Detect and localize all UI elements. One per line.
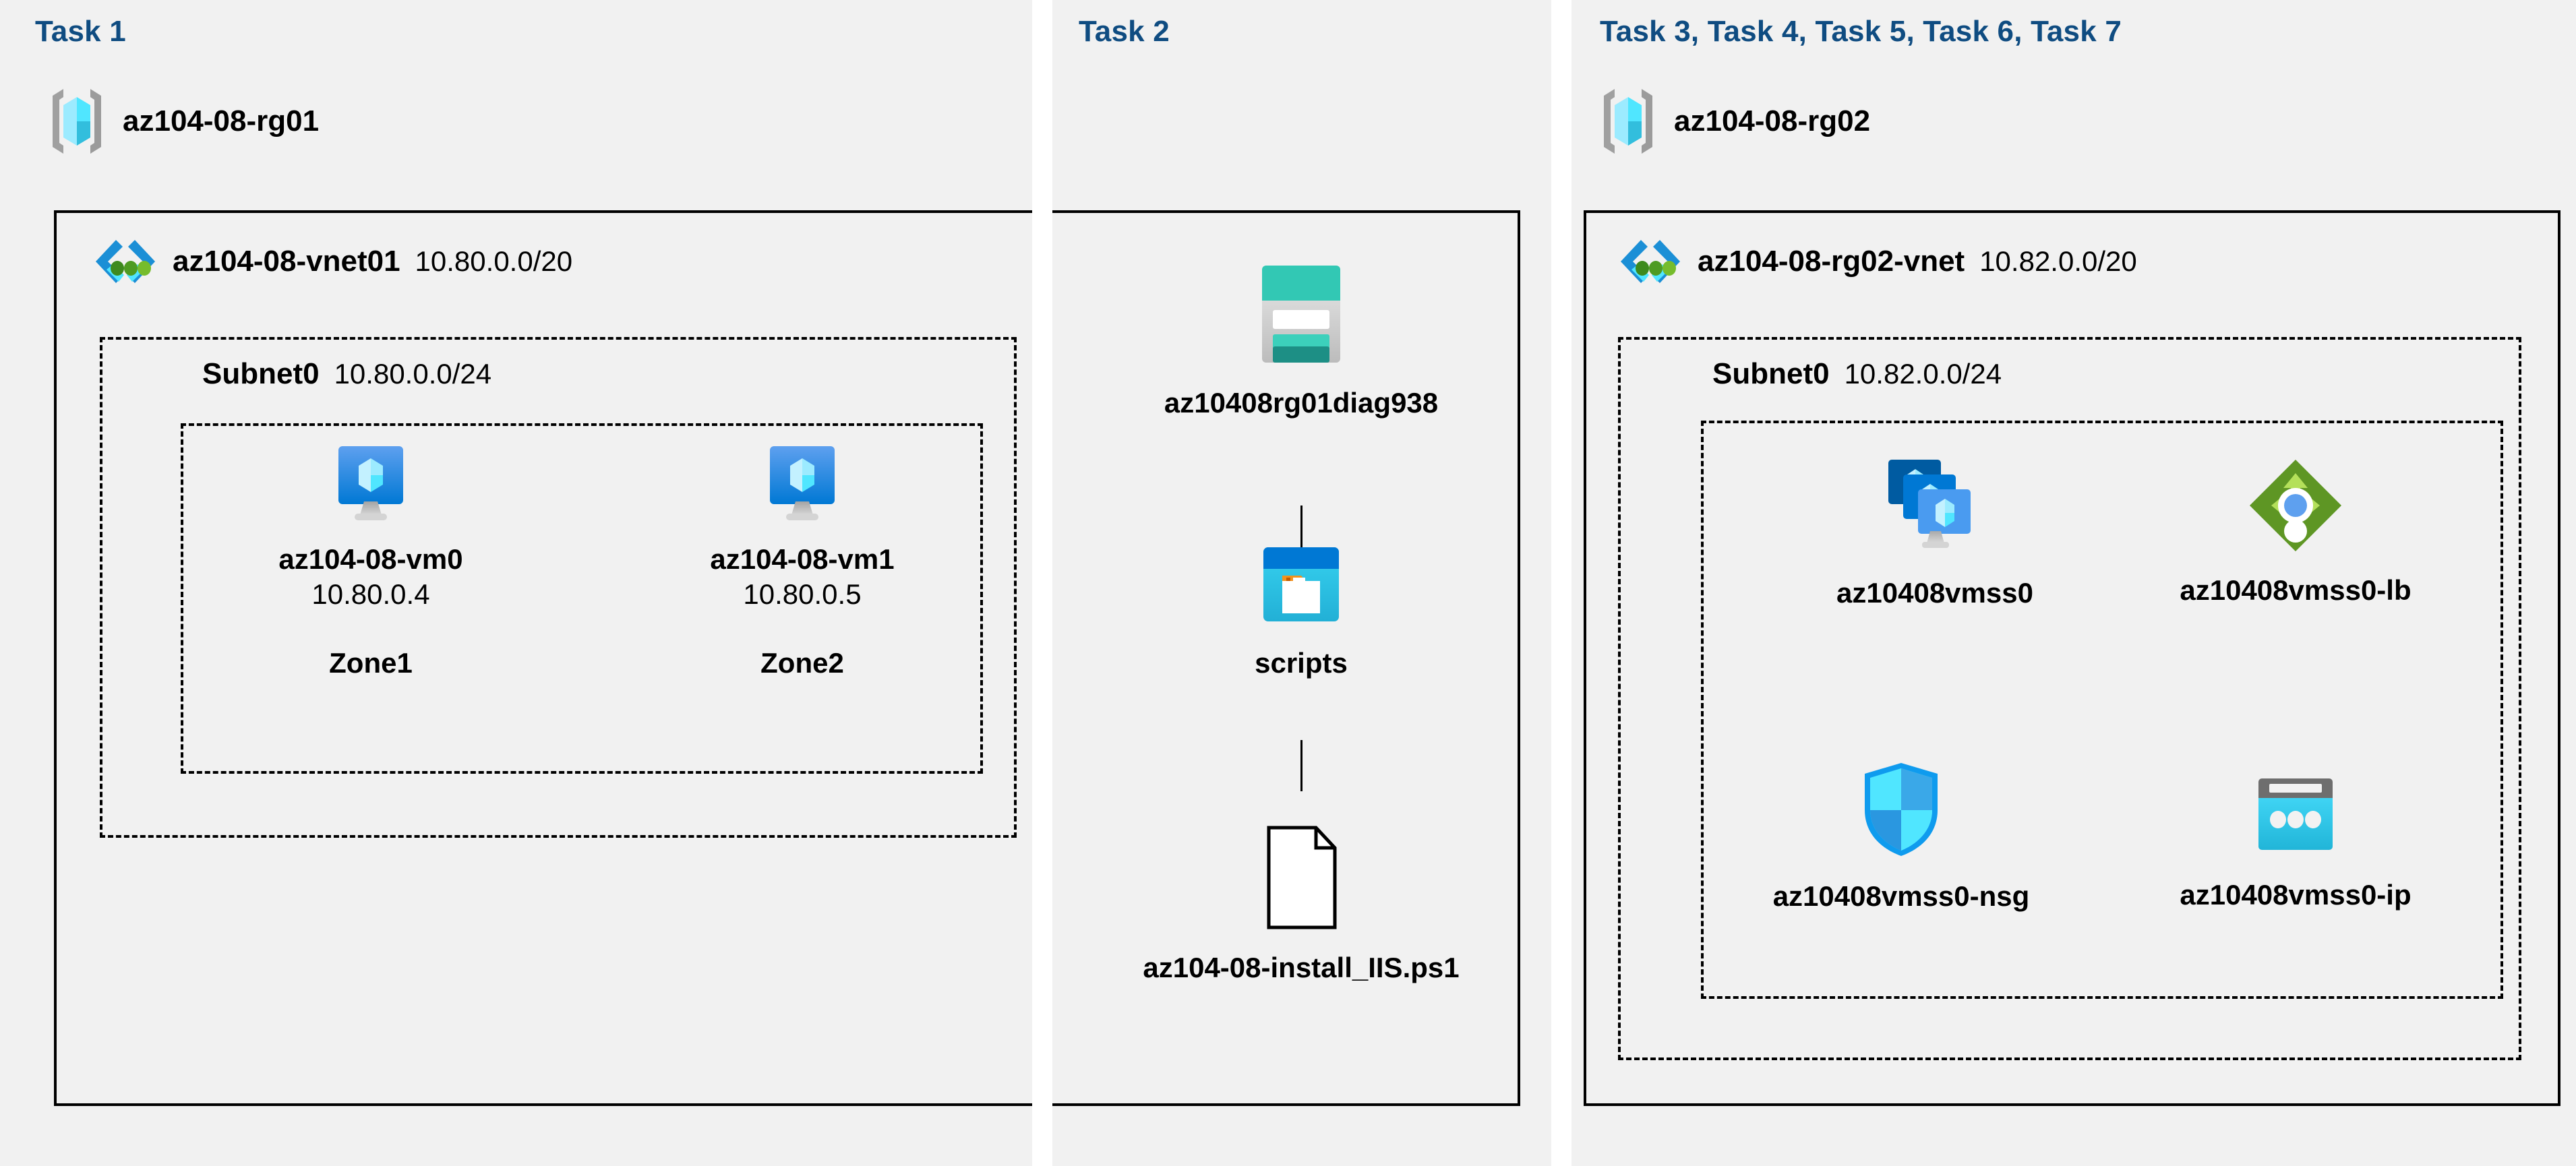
- virtual-machine-icon: [766, 445, 839, 523]
- task-3-label: Task 3, Task 4, Task 5, Task 6, Task 7: [1600, 15, 2122, 48]
- connector-storage-to-container: [1300, 505, 1302, 549]
- vnet01-label: az104-08-vnet01 10.80.0.0/20: [93, 237, 572, 286]
- panel-task-3: [1571, 0, 2576, 1166]
- storage-account-icon: [1255, 262, 1347, 367]
- blob-container-node: scripts: [1207, 545, 1396, 679]
- vm-scale-set-icon: [1884, 457, 1985, 557]
- blob-container-icon: [1259, 545, 1343, 627]
- availability-zones-boundary: [181, 423, 983, 774]
- resource-group-name: az104-08-rg01: [123, 104, 320, 137]
- load-balancer-name: az10408vmss0-lb: [2180, 574, 2412, 606]
- subnet0-right-label: Subnet0 10.82.0.0/24: [1712, 357, 2002, 391]
- file-icon: [1258, 824, 1344, 931]
- subnet0-left-name: Subnet0: [202, 357, 320, 390]
- resource-group-icon: [1600, 86, 1656, 156]
- storage-account-node: az10408rg01diag938: [1153, 262, 1449, 419]
- connector-container-to-file: [1300, 740, 1302, 791]
- resource-group-name: az104-08-rg02: [1674, 104, 1871, 137]
- resource-group-icon: [49, 86, 105, 156]
- vnet02-label: az104-08-rg02-vnet 10.82.0.0/20: [1618, 237, 2137, 286]
- vm-zone: Zone2: [760, 647, 844, 679]
- load-balancer-node: az10408vmss0-lb: [2147, 457, 2444, 607]
- vm-zone: Zone1: [329, 647, 413, 679]
- subnet0-right-cidr: 10.82.0.0/24: [1844, 358, 2002, 390]
- vm-az104-08-vm1: az104-08-vm1 10.80.0.5 Zone2: [708, 445, 897, 679]
- vnet01-name: az104-08-vnet01: [173, 245, 400, 278]
- vm-az104-08-vm0: az104-08-vm0 10.80.0.4 Zone1: [276, 445, 465, 679]
- nsg-name: az10408vmss0-nsg: [1772, 880, 2030, 912]
- vmss-resources-boundary: [1701, 421, 2503, 999]
- vm-ip: 10.80.0.4: [311, 578, 430, 610]
- vm-name: az104-08-vm0: [278, 543, 463, 575]
- subnet0-left-label: Subnet0 10.80.0.0/24: [202, 357, 491, 391]
- container-name: scripts: [1255, 647, 1348, 679]
- task-1-label: Task 1: [35, 15, 126, 48]
- network-security-group-node: az10408vmss0-nsg: [1753, 760, 2049, 913]
- script-file-node: az104-08-install_IIS.ps1: [1143, 824, 1460, 984]
- vm-scale-set-node: az10408vmss0: [1793, 457, 2076, 609]
- vmss-name: az10408vmss0: [1836, 577, 2033, 609]
- subnet0-right-boundary: [1618, 337, 2521, 1060]
- panel-gap-left: [1032, 0, 1052, 1166]
- load-balancer-icon: [2247, 457, 2344, 554]
- virtual-network-icon: [1618, 237, 1683, 286]
- storage-account-name: az10408rg01diag938: [1164, 387, 1439, 419]
- panel-gap-right: [1551, 0, 1571, 1166]
- virtual-network-icon: [93, 237, 158, 286]
- network-security-group-icon: [1858, 760, 1944, 860]
- resource-group-rg02: az104-08-rg02: [1600, 86, 1870, 156]
- vnet02-boundary: [1584, 210, 2560, 1106]
- vm-ip: 10.80.0.5: [743, 578, 862, 610]
- vnet01-boundary: [54, 210, 1520, 1106]
- file-name: az104-08-install_IIS.ps1: [1143, 952, 1460, 983]
- task-2-label: Task 2: [1079, 15, 1170, 48]
- public-ip-name: az10408vmss0-ip: [2180, 879, 2412, 911]
- subnet0-left-boundary: [100, 337, 1017, 838]
- panel-task-1: [0, 0, 1032, 1166]
- virtual-machine-icon: [334, 445, 407, 523]
- resource-group-rg01: az104-08-rg01: [49, 86, 319, 156]
- vnet02-name: az104-08-rg02-vnet: [1698, 245, 1965, 278]
- public-ip-address-icon: [2252, 776, 2339, 859]
- subnet0-left-cidr: 10.80.0.0/24: [334, 358, 492, 390]
- vnet01-cidr: 10.80.0.0/20: [415, 245, 573, 277]
- vm-name: az104-08-vm1: [710, 543, 895, 575]
- subnet0-right-name: Subnet0: [1712, 357, 1830, 390]
- public-ip-address-node: az10408vmss0-ip: [2147, 776, 2444, 911]
- vnet02-cidr: 10.82.0.0/20: [1979, 245, 2137, 277]
